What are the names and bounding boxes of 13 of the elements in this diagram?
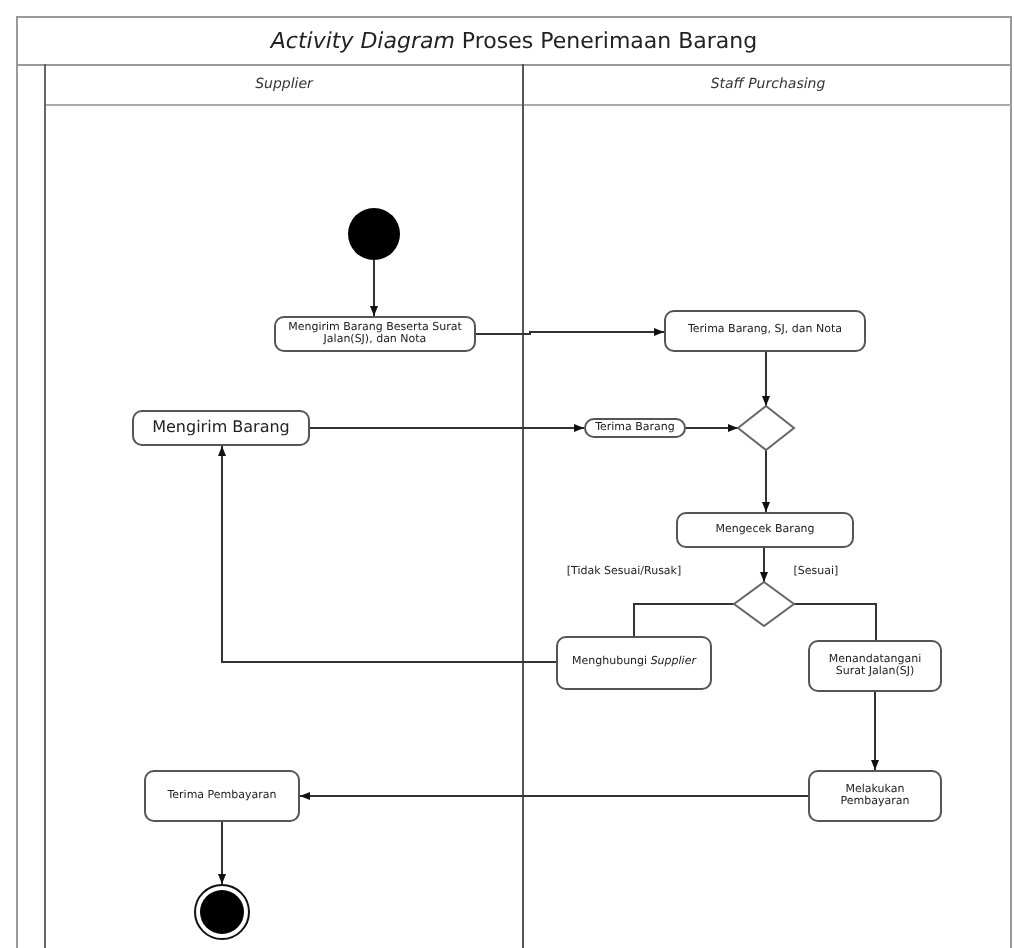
action-box: Mengirim Barang [132, 410, 310, 446]
arrow [762, 449, 770, 513]
arrow [871, 691, 879, 771]
arrow [475, 328, 665, 336]
arrow [370, 259, 378, 317]
arrow [218, 821, 226, 885]
arrow [685, 424, 739, 432]
arrow [762, 351, 770, 407]
arrow [309, 424, 585, 432]
arrow [218, 445, 557, 663]
arrow [299, 792, 809, 800]
diagram-title: Activity Diagram Proses Penerimaan Barang [270, 27, 758, 53]
arrow [760, 547, 768, 583]
